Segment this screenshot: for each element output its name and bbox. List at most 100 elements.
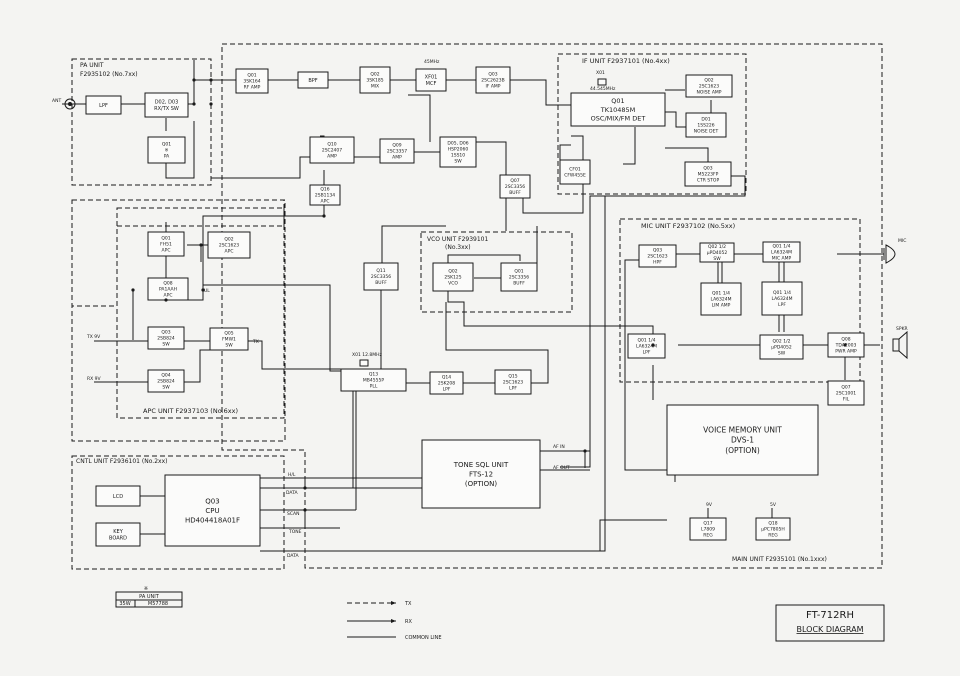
block-text: TK10485M bbox=[600, 106, 636, 114]
block-text: VOICE MEMORY UNIT bbox=[703, 426, 782, 435]
block-text: NOISE AMP bbox=[696, 90, 721, 96]
tx-label: TX bbox=[252, 339, 259, 345]
block-text: D01 bbox=[701, 117, 710, 123]
block-text: 2SC1623 bbox=[503, 380, 523, 386]
block-text: 2SC3357 bbox=[387, 149, 407, 155]
block-text: SW bbox=[162, 385, 170, 391]
block-text: Q10 bbox=[327, 142, 336, 148]
block-frame bbox=[761, 281, 803, 316]
junction-dot bbox=[209, 78, 213, 82]
block-text: VCO bbox=[448, 281, 458, 287]
block-text: CTR STOP bbox=[697, 178, 720, 184]
cntl-unit-boundary bbox=[71, 455, 285, 570]
junction-dot bbox=[199, 243, 203, 247]
block-frame bbox=[363, 262, 399, 291]
block-text: 2SB1134 bbox=[315, 193, 335, 199]
block-text: LPF bbox=[509, 386, 517, 392]
pa-table-mark: ※ bbox=[144, 586, 148, 592]
rx9v-label: RX 9V bbox=[87, 376, 102, 382]
5v-label: 5V bbox=[770, 502, 777, 508]
block-frame bbox=[439, 136, 477, 168]
block-text: D02, D03 bbox=[155, 99, 179, 105]
block-text: Q03 bbox=[205, 498, 219, 506]
block-frame bbox=[827, 380, 865, 406]
junction-dot bbox=[192, 102, 196, 106]
block-text: CF01 bbox=[569, 167, 581, 173]
block-text: Q11 bbox=[376, 268, 385, 274]
block-text: MB4555P bbox=[363, 378, 384, 384]
block-frame bbox=[685, 112, 727, 138]
block-frame bbox=[147, 369, 185, 393]
block-text: HSP2060 bbox=[448, 147, 469, 153]
data-label-1: DATA bbox=[286, 490, 299, 496]
junction-dot bbox=[131, 288, 135, 292]
block-text: Q01 bbox=[162, 142, 171, 148]
x01-if-label: X01 bbox=[596, 70, 605, 76]
block-text: LA6324M bbox=[771, 296, 792, 302]
block-text: PA1AAH bbox=[159, 287, 177, 293]
block-frame bbox=[421, 439, 541, 509]
block-text: APC bbox=[162, 248, 171, 254]
legend-rx-label: RX bbox=[405, 619, 412, 625]
block-text: Q04 bbox=[161, 373, 170, 379]
scan-label: SCAN bbox=[287, 511, 299, 517]
block-text: Q07 bbox=[841, 385, 850, 391]
block-text: Q13 bbox=[369, 372, 378, 378]
spkr-label: SPKR bbox=[896, 326, 908, 332]
block-text: 2SB824 bbox=[157, 336, 175, 342]
block-frame bbox=[570, 92, 666, 127]
9v-label: 9V bbox=[706, 502, 713, 508]
block-text: Q02 bbox=[370, 72, 379, 78]
pa-table-cell-module: M57788 bbox=[148, 601, 168, 607]
block-frame bbox=[297, 71, 329, 89]
block-frame bbox=[689, 517, 727, 541]
block-text: Q01 bbox=[247, 73, 256, 79]
block-text: 2SC1623 bbox=[219, 243, 239, 249]
block-frame bbox=[638, 244, 677, 268]
block-text: L7809 bbox=[701, 527, 715, 533]
block-text: BUFF bbox=[375, 280, 387, 286]
legend-tx-label: TX bbox=[404, 601, 412, 607]
block-text: CFW455E bbox=[564, 173, 586, 179]
block-text: Q16 bbox=[320, 187, 329, 193]
block-text: RX/TX SW bbox=[154, 106, 179, 112]
block-frame bbox=[559, 159, 591, 185]
block-text: 1SS10 bbox=[451, 153, 465, 159]
block-text: SW bbox=[225, 343, 233, 349]
x01-pll-label: X01 12.8MHz bbox=[352, 352, 383, 358]
junction-dot bbox=[209, 102, 213, 106]
block-text: SW bbox=[778, 351, 786, 357]
block-text: LA6324M bbox=[710, 297, 731, 303]
block-text: (OPTION) bbox=[465, 480, 498, 488]
block-text: Q01 bbox=[611, 97, 624, 105]
block-text: PA bbox=[164, 154, 170, 160]
block-frame bbox=[494, 369, 532, 395]
block-lcd: LCD bbox=[95, 485, 141, 507]
block-text: SW bbox=[454, 159, 462, 165]
block-frame bbox=[359, 66, 391, 94]
block-text: 2SK208 bbox=[438, 381, 455, 387]
main-unit-label: MAIN UNIT F2935101 (No.1xxx) bbox=[732, 556, 827, 563]
block-text: Q03 bbox=[161, 330, 170, 336]
block-frame bbox=[340, 368, 407, 392]
block-frame bbox=[147, 231, 185, 257]
block-frame bbox=[235, 68, 269, 94]
